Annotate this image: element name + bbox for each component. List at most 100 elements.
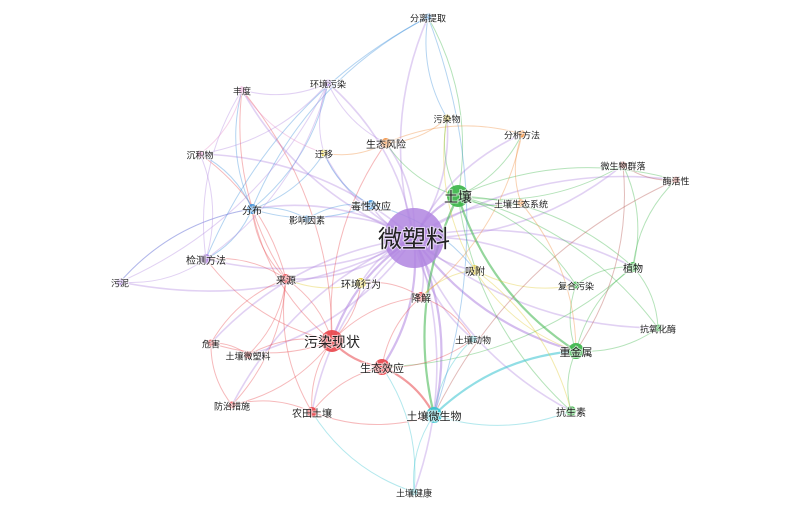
edge-source-farmland_soil xyxy=(283,278,313,413)
node-label-influence_factor: 影响因素 xyxy=(289,215,325,227)
edge-microbial_community-heavy_metal xyxy=(575,164,625,352)
edge-source-detection xyxy=(205,257,287,280)
node-analysis_method xyxy=(518,130,526,138)
edge-distribution-sludge xyxy=(119,208,253,283)
edge-env_pollution-abundance xyxy=(241,82,329,96)
edge-env_behavior-source xyxy=(285,278,362,289)
edge-eco_risk-pollutant xyxy=(385,117,448,144)
edge-distribution-detection xyxy=(205,208,253,260)
edge-farmland_soil-ecological_effect xyxy=(311,366,383,413)
node-label-source: 来源 xyxy=(276,274,296,287)
edge-hazard-prevention xyxy=(210,342,233,406)
edge-farmland_soil-soil_microbe xyxy=(311,411,435,425)
edge-plant-ecological_effect xyxy=(381,266,634,368)
node-label-sludge: 污泥 xyxy=(111,278,129,290)
edge-soil-separation xyxy=(427,16,464,197)
edge-soil-enzyme_activity xyxy=(457,167,677,197)
edge-toxic_effect-migration xyxy=(323,152,372,206)
edge-detection-sludge xyxy=(119,258,207,283)
edge-microplastic-antibiotic xyxy=(413,237,572,412)
edge-microplastic-enzyme_activity xyxy=(413,175,677,239)
edge-soil_health-farmland_soil xyxy=(311,411,415,493)
edge-ecological_effect-degradation xyxy=(381,296,422,368)
node-soil_ecosystem xyxy=(517,199,525,207)
node-label-plant: 植物 xyxy=(623,262,643,275)
node-ecological_effect xyxy=(374,359,390,375)
edge-distribution-env_pollution xyxy=(251,82,329,210)
edge-heavy_metal-plant xyxy=(575,266,634,352)
edge-env_pollution-sediment xyxy=(199,82,329,155)
edge-soil-soil_microbe xyxy=(423,195,459,416)
edge-microplastic-abundance xyxy=(241,89,415,239)
edge-distribution-separation xyxy=(251,16,429,210)
edge-layer xyxy=(119,16,677,493)
edge-microplastic-soil_health xyxy=(413,237,438,493)
edge-soil-microbial_community xyxy=(457,164,624,200)
edge-source-prevention xyxy=(231,278,287,406)
edge-soil_health-ecological_effect xyxy=(381,366,416,493)
edge-soil_microbe-soil_health xyxy=(413,414,435,493)
edge-detection-sediment xyxy=(199,153,214,260)
edge-pollution_status-degradation xyxy=(331,296,422,342)
node-enzyme_activity xyxy=(672,176,680,184)
node-label-soil_ecosystem: 土壤生态系统 xyxy=(494,199,548,211)
edge-microplastic-prevention xyxy=(231,237,415,406)
node-soil xyxy=(447,185,469,207)
edge-eco_risk-migration xyxy=(323,142,387,156)
node-label-env_behavior: 环境行为 xyxy=(341,278,381,291)
edge-microplastic-sludge xyxy=(119,237,415,292)
node-hazard xyxy=(207,339,215,347)
edge-pollution_status-eco_risk xyxy=(330,142,387,342)
edge-heavy_metal-antioxidant_enzyme xyxy=(575,327,659,352)
node-label-toxic_effect: 毒性效应 xyxy=(351,200,391,213)
node-label-degradation: 降解 xyxy=(411,292,431,305)
node-label-antibiotic: 抗生素 xyxy=(556,406,586,419)
edge-ecological_effect-soil_animal xyxy=(381,338,474,368)
node-plant xyxy=(628,262,638,272)
edge-pollution_status-abundance xyxy=(241,89,333,342)
node-label-env_pollution: 环境污染 xyxy=(310,79,346,91)
node-label-analysis_method: 分析方法 xyxy=(504,130,540,142)
edge-separation-soil_microbe xyxy=(427,16,468,416)
node-pollutant xyxy=(443,114,451,122)
edge-pollution_status-prevention xyxy=(231,340,333,406)
node-label-detection: 检测方法 xyxy=(186,254,226,267)
node-prevention xyxy=(228,401,236,409)
node-label-heavy_metal: 重金属 xyxy=(560,345,593,359)
node-label-prevention: 防治措施 xyxy=(214,401,250,413)
node-adsorption xyxy=(470,265,480,275)
edge-detection-env_pollution xyxy=(205,82,329,260)
edge-soil-analysis_method xyxy=(457,133,523,197)
node-env_behavior xyxy=(356,278,366,288)
edge-soil-antibiotic xyxy=(457,195,572,412)
node-soil_microplastic xyxy=(244,351,252,359)
edge-pollution_status-detection xyxy=(205,258,333,342)
node-pollution_status xyxy=(321,330,343,352)
node-label-ecological_effect: 生态效应 xyxy=(360,361,404,375)
edge-env_pollution-eco_risk xyxy=(327,82,387,144)
edge-soil_microbe-soil_animal xyxy=(433,338,474,416)
edge-plant-antioxidant_enzyme xyxy=(632,266,659,329)
node-separation xyxy=(424,13,432,21)
node-detection xyxy=(201,254,211,264)
edge-source-distribution xyxy=(251,208,287,280)
node-label-enzyme_activity: 酶活性 xyxy=(662,176,689,188)
node-label-microbial_community: 微生物群落 xyxy=(600,161,645,173)
edge-plant-microbial_community xyxy=(622,164,639,268)
edge-sludge-env_pollution xyxy=(119,82,329,283)
edge-soil-heavy_metal xyxy=(456,195,577,352)
node-soil_health xyxy=(410,488,418,496)
edge-degradation-soil_animal xyxy=(420,296,474,340)
edge-distribution-sediment xyxy=(199,153,253,210)
node-label-distribution: 分布 xyxy=(242,205,262,217)
node-label-pollutant: 污染物 xyxy=(433,114,460,126)
edge-sludge-distribution xyxy=(119,208,253,283)
node-soil_animal xyxy=(469,335,477,343)
node-label-sediment: 沉积物 xyxy=(186,150,213,162)
edge-farmland_soil-prevention xyxy=(231,400,313,413)
edge-eco_risk-analysis_method xyxy=(385,125,523,144)
node-toxic_effect xyxy=(366,200,376,210)
node-distribution xyxy=(247,204,257,214)
node-label-antioxidant_enzyme: 抗氧化酶 xyxy=(640,324,676,336)
edge-analysis_method-degradation xyxy=(420,133,523,298)
